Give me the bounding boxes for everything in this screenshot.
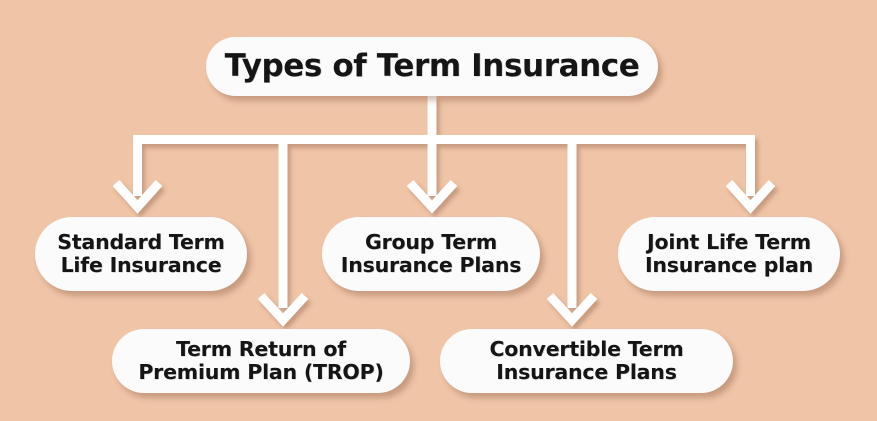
node-joint-life-label: Joint Life Term Insurance plan — [644, 230, 814, 277]
node-term-return-of-premium-plan-trop[interactable]: Term Return of Premium Plan (TROP) — [112, 329, 410, 393]
node-root-label: Types of Term Insurance — [224, 48, 640, 85]
arrowhead-standard-term — [112, 179, 163, 214]
node-convertible-term-insurance-plans[interactable]: Convertible Term Insurance Plans — [440, 329, 733, 393]
arrowhead-group-term — [406, 179, 458, 214]
node-standard-term-life-insurance[interactable]: Standard Term Life Insurance — [35, 217, 247, 291]
arrowhead-convertible — [546, 292, 598, 327]
node-standard-term-label: Standard Term Life Insurance — [57, 230, 225, 277]
node-joint-life-term-insurance-plan[interactable]: Joint Life Term Insurance plan — [618, 217, 840, 291]
arrowhead-trop — [257, 292, 309, 327]
node-trop-label: Term Return of Premium Plan (TROP) — [138, 337, 384, 384]
node-convertible-label: Convertible Term Insurance Plans — [489, 337, 684, 384]
node-group-term-label: Group Term Insurance Plans — [340, 230, 522, 277]
node-root-types-of-term-insurance[interactable]: Types of Term Insurance — [206, 37, 658, 96]
node-group-term-insurance-plans[interactable]: Group Term Insurance Plans — [322, 217, 540, 291]
arrowhead-joint-life — [725, 179, 776, 214]
